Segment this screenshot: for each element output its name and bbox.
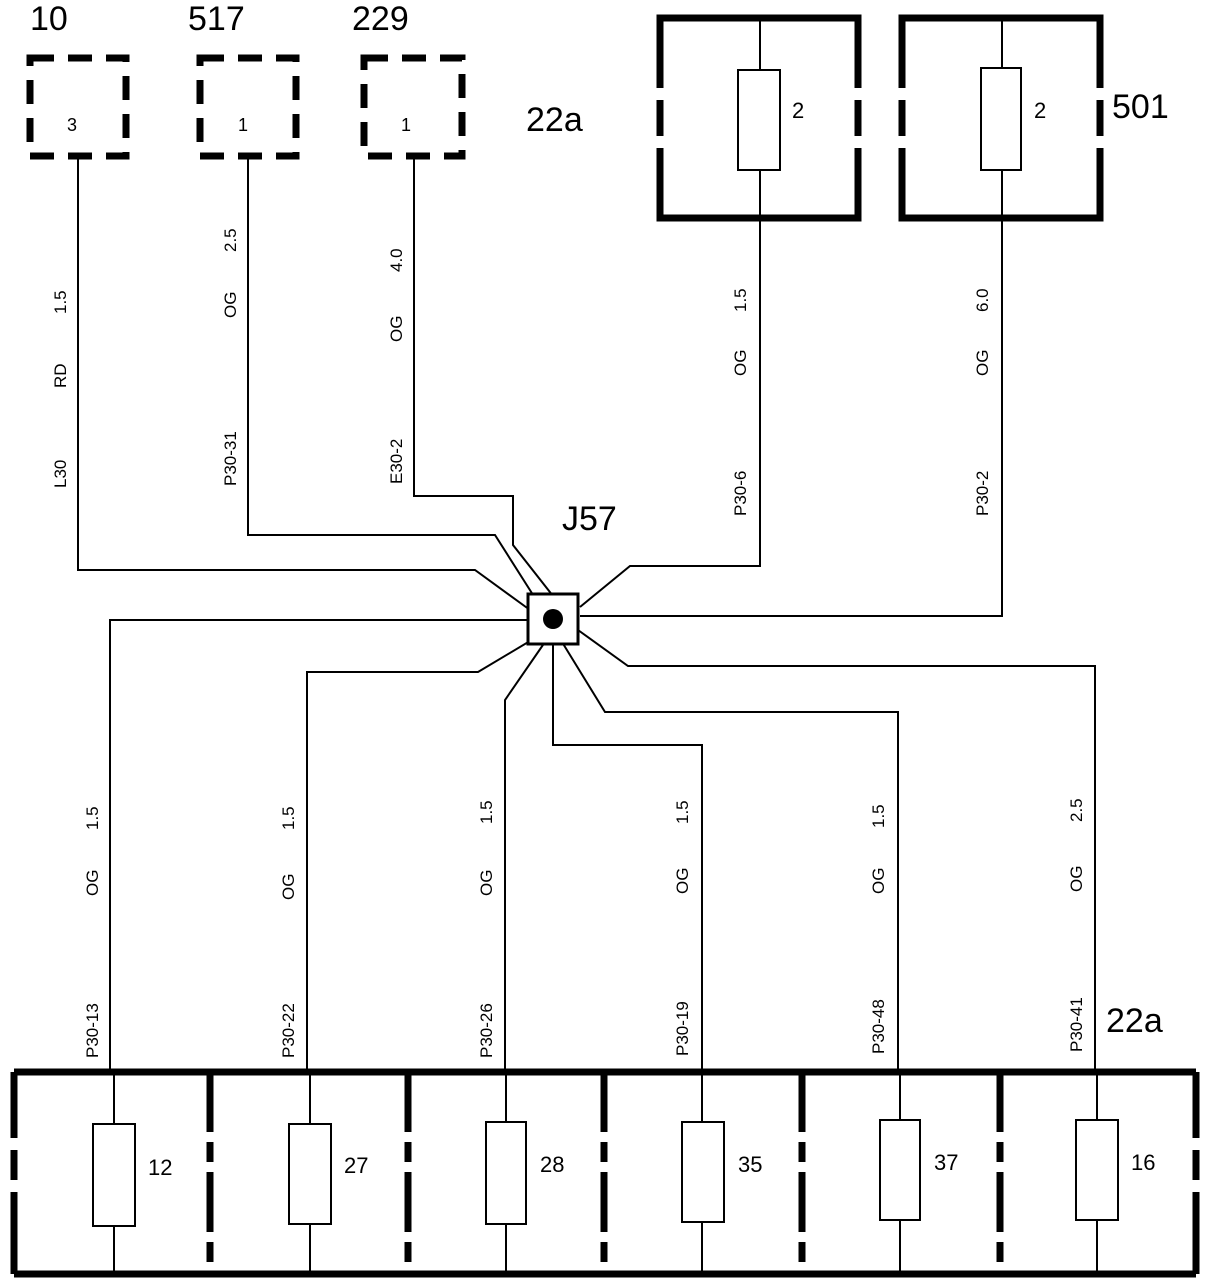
fuse-number: 2 [1034, 98, 1046, 123]
fuse-number: 35 [738, 1152, 762, 1177]
wire-l30 [77, 156, 531, 611]
wire-p30-41 [577, 629, 1096, 1072]
fuse-box-label-501: 501 [1112, 88, 1169, 126]
wire-color: OG [279, 874, 298, 900]
fuse-element [879, 1119, 921, 1221]
wire-p30-6 [579, 218, 761, 608]
wire-p30-22 [306, 637, 536, 1072]
fuse-element [485, 1121, 527, 1225]
wire-p30-13 [109, 619, 530, 1072]
connector-pin: 3 [67, 115, 77, 135]
upper-wires [77, 156, 1003, 617]
wire-circuit: P30-2 [973, 471, 992, 516]
wire-circuit: P30-22 [279, 1003, 298, 1058]
splice-j57: J57 [526, 500, 617, 646]
fuse-number: 12 [148, 1155, 172, 1180]
fuse-number: 28 [540, 1152, 564, 1177]
lower-wire-labels: P30-13 OG 1.5 P30-22 OG 1.5 P30-26 OG 1.… [83, 798, 1086, 1058]
wire-size: 1.5 [279, 806, 298, 830]
wire-color: OG [1067, 866, 1086, 892]
connector-id: 517 [188, 0, 245, 38]
fuse-element [288, 1123, 332, 1225]
lower-fuse-box: 12 27 28 35 37 16 [10, 1068, 1200, 1278]
wire-size: 2.5 [1067, 798, 1086, 822]
wire-circuit: P30-31 [221, 431, 240, 486]
wire-p30-31 [247, 156, 536, 599]
upper-fuse-box-1: 2 [656, 14, 862, 222]
wire-size: 6.0 [973, 288, 992, 312]
wire-circuit: L30 [51, 460, 70, 488]
wire-size: 1.5 [477, 800, 496, 824]
fuse-element [92, 1123, 136, 1227]
connector-outline [360, 54, 466, 160]
wire-circuit: P30-19 [673, 1001, 692, 1056]
wire-color: OG [673, 868, 692, 894]
wire-circuit: P30-48 [869, 999, 888, 1054]
wire-circuit: P30-41 [1067, 997, 1086, 1052]
connector-outline [196, 54, 300, 160]
wire-color: OG [221, 292, 240, 318]
wire-circuit: E30-2 [387, 439, 406, 484]
splice-label: J57 [562, 500, 617, 538]
wire-color: OG [731, 350, 750, 376]
connector-id: 10 [30, 0, 68, 38]
connector-pin: 1 [238, 115, 248, 135]
wire-p30-2 [580, 218, 1003, 617]
connector-outline [26, 54, 130, 160]
connector-id: 229 [352, 0, 409, 38]
lower-wires [109, 619, 1096, 1072]
fuse-element [681, 1121, 725, 1223]
wire-p30-19 [552, 644, 703, 1072]
wire-color: OG [973, 350, 992, 376]
fuse-number: 27 [344, 1153, 368, 1178]
fuse-number: 37 [934, 1150, 958, 1175]
wire-size: 1.5 [731, 288, 750, 312]
fuse-number: 16 [1131, 1150, 1155, 1175]
wire-size: 4.0 [387, 248, 406, 272]
wire-color: OG [387, 316, 406, 342]
fuse-number: 2 [792, 98, 804, 123]
connector-pin: 1 [401, 115, 411, 135]
wire-circuit: P30-26 [477, 1003, 496, 1058]
wire-size: 1.5 [869, 804, 888, 828]
wire-color: OG [83, 870, 102, 896]
wire-circuit: P30-6 [731, 471, 750, 516]
wire-e30-2 [413, 156, 554, 597]
connector-517: 517 1 [188, 0, 300, 160]
wire-p30-26 [504, 641, 546, 1072]
upper-wire-labels: L30 RD 1.5 P30-31 OG 2.5 E30-2 OG 4.0 P3… [51, 228, 992, 516]
fuse-element [980, 67, 1022, 171]
connector-229: 229 1 [352, 0, 466, 160]
connector-10: 10 3 [26, 0, 130, 160]
wire-color: RD [51, 363, 70, 388]
splice-dot [543, 609, 563, 629]
fuse-box-label-top: 22a [526, 101, 583, 139]
wire-size: 2.5 [221, 228, 240, 252]
wire-circuit: P30-13 [83, 1003, 102, 1058]
fuse-element [737, 69, 781, 171]
wire-size: 1.5 [673, 800, 692, 824]
fuse-element [1075, 1119, 1119, 1221]
upper-fuse-box-2: 2 501 [898, 14, 1169, 222]
wire-color: OG [869, 868, 888, 894]
wire-size: 1.5 [83, 806, 102, 830]
wire-size: 1.5 [51, 290, 70, 314]
wire-color: OG [477, 870, 496, 896]
fuse-box-label-bottom: 22a [1106, 1002, 1163, 1040]
wire-p30-48 [561, 641, 899, 1072]
